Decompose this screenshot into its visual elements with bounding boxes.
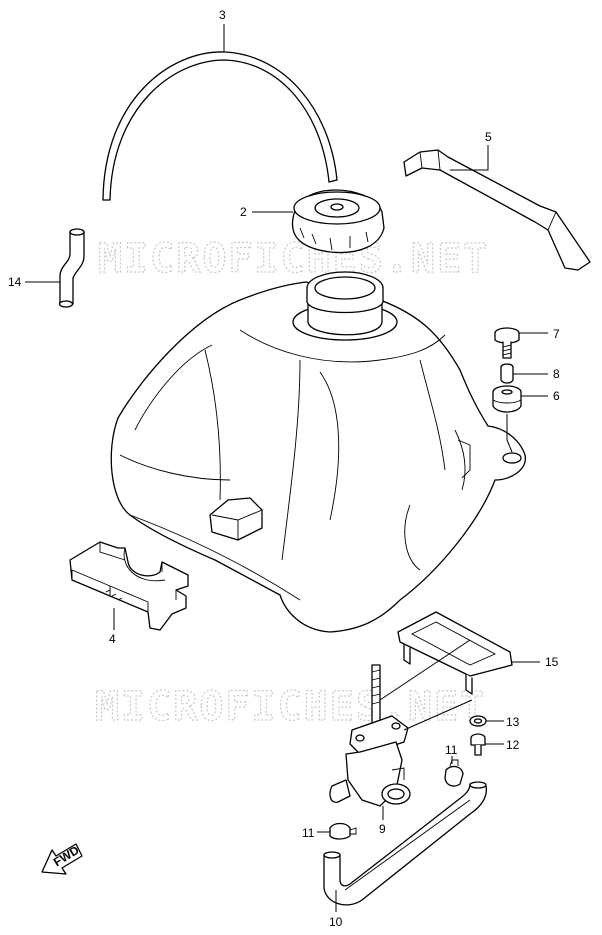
- bolt-part: [494, 327, 520, 359]
- cushion-part: [492, 385, 522, 413]
- callout-plate: 15: [545, 655, 559, 669]
- fuel-cock-part: [329, 664, 411, 807]
- callout-cap: 2: [240, 205, 247, 219]
- callout-labels: 3 2 5 14 7 8 6 4 15 13 12 11 9 11 10: [8, 8, 560, 929]
- fuel-cap-part: [291, 189, 385, 254]
- callout-clamp-left: 11: [302, 826, 315, 840]
- collar-part: [500, 363, 514, 384]
- clamp-right-part: [444, 759, 464, 787]
- small-hose-part: [58, 228, 85, 308]
- callout-fuel-hose: 10: [329, 915, 343, 929]
- washer-part: [469, 715, 487, 727]
- small-bolt-part: [470, 733, 486, 756]
- breather-hose-part: [102, 51, 338, 201]
- fwd-arrow-icon: FWD: [41, 843, 83, 875]
- callout-bracket: 4: [109, 632, 116, 646]
- fuel-hose-part: [323, 781, 488, 906]
- callout-strap: 5: [485, 130, 492, 144]
- callout-hose: 3: [219, 8, 226, 22]
- leader-lines: [25, 24, 548, 912]
- tank-strap-part: [403, 149, 591, 271]
- protector-plate-part: [397, 611, 513, 695]
- callout-bolt: 7: [553, 327, 560, 341]
- callout-collar: 8: [553, 367, 560, 381]
- callout-cock: 9: [379, 822, 386, 836]
- callout-clamp-right: 11: [445, 743, 458, 757]
- clamp-left-part: [329, 822, 357, 840]
- fuel-tank-part: [110, 271, 526, 633]
- callout-small-bolt: 12: [506, 738, 520, 752]
- watermark-bottom: MICROFICHES.NET: [95, 684, 486, 730]
- callout-cushion: 6: [553, 389, 560, 403]
- watermark-top: MICROFICHES.NET: [98, 236, 489, 282]
- callout-small-hose: 14: [8, 275, 22, 289]
- bracket-part: [69, 541, 189, 631]
- callout-washer: 13: [506, 715, 520, 729]
